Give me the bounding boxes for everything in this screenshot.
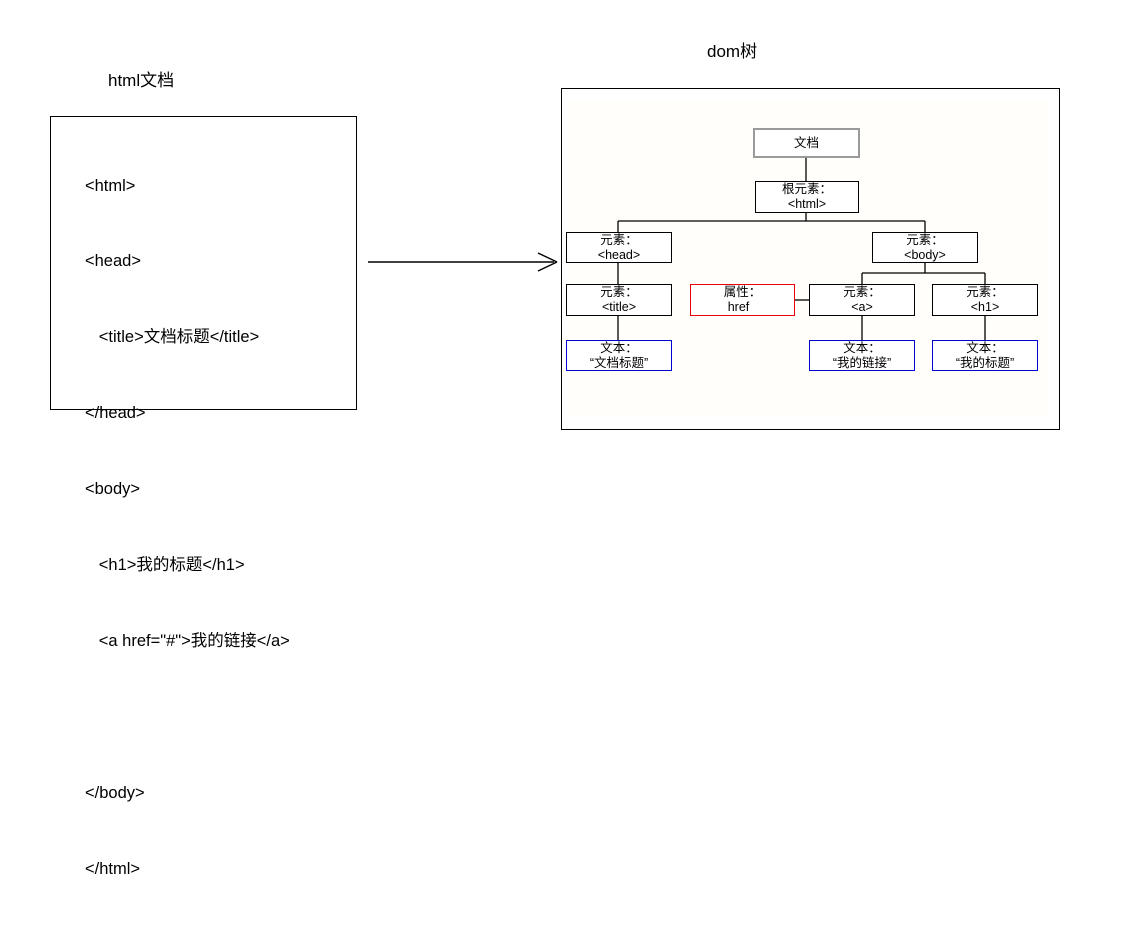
tree-connectors [617,158,986,340]
tree-node-label: 元素： [906,232,944,247]
tree-node-label: 文档 [793,135,819,150]
tree-node-value: href [727,300,750,314]
tree-node-text-my-link[interactable]: 文本： “我的链接” [809,340,915,371]
tree-node-label: 根元素： [781,182,832,196]
tree-node-label: 文本： [966,340,1004,355]
tree-node-label: 元素： [843,285,881,299]
code-line: </body> [85,783,145,802]
tree-node-value: <head> [597,247,641,262]
tree-node-label: 属性： [723,285,762,299]
code-line: <html> [85,176,136,195]
arrow-right-icon [368,252,558,272]
tree-node-text-my-heading[interactable]: 文本： “我的标题” [932,340,1038,371]
code-line: <title>文档标题</title> [85,328,260,347]
dom-tree-title: dom树 [707,42,758,61]
tree-node-value: <a> [851,300,873,314]
tree-node-text-document-title[interactable]: 文本： “文档标题” [566,340,672,371]
tree-node-body[interactable]: 元素： <body> [872,232,978,263]
code-line: </head> [85,404,146,423]
tree-node-document[interactable]: 文档 [753,128,860,158]
tree-node-value: <title> [601,300,637,314]
code-line: <a href="#">我的链接</a> [85,631,290,650]
tree-node-title[interactable]: 元素： <title> [566,284,672,316]
html-document-code-panel: <html> <head> <title>文档标题</title> </head… [50,116,357,878]
tree-node-value: <body> [904,247,946,262]
tree-node-label: 元素： [600,232,638,247]
tree-node-head[interactable]: 元素： <head> [566,232,672,263]
tree-node-value: “我的标题” [955,355,1015,370]
tree-node-anchor[interactable]: 元素： <a> [809,284,915,316]
code-line: <head> [85,252,141,271]
tree-node-label: 文本： [843,340,881,355]
code-line [85,705,290,730]
tree-node-value: “我的链接” [832,355,892,370]
tree-node-root-html[interactable]: 根元素： <html> [755,181,859,213]
code-line: </html> [85,859,141,878]
code-line: <h1>我的标题</h1> [85,556,245,575]
tree-node-label: 元素： [600,285,638,299]
html-document-title: html文档 [108,71,175,90]
tree-node-h1[interactable]: 元素： <h1> [932,284,1038,316]
tree-node-value: “文档标题” [589,355,649,370]
code-line: <body> [85,480,141,499]
tree-node-label: 文本： [600,340,638,355]
tree-node-value: <h1> [970,300,1000,314]
tree-node-value: <html> [787,197,827,211]
tree-node-label: 元素： [966,285,1004,299]
tree-node-attribute-href[interactable]: 属性： href [690,284,795,316]
